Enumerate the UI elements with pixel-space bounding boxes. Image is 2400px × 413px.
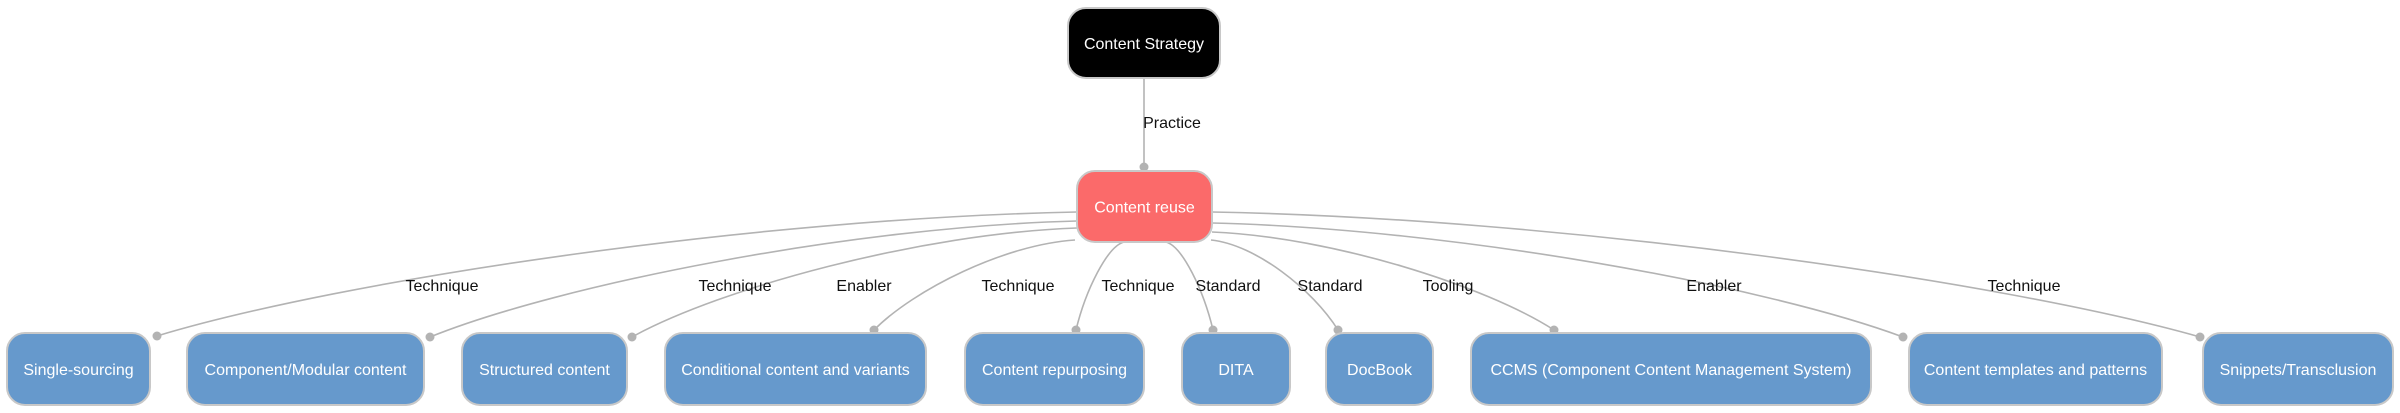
hub-node[interactable]: Content reuse — [1076, 170, 1213, 243]
leaf-node-2-label: Structured content — [479, 362, 610, 379]
leaf-node-2-box — [461, 332, 628, 406]
edge-label-9: Technique — [1988, 278, 2061, 295]
edge-label-1: Technique — [699, 278, 772, 295]
leaf-node-0-label: Single-sourcing — [23, 362, 133, 379]
edge-hub-leaf-6 — [1210, 239, 1339, 331]
edge-hub-leaf-8-end — [1898, 332, 1908, 342]
leaf-node-3[interactable]: Conditional content and variants — [664, 332, 927, 406]
edge-hub-leaf-3 — [873, 239, 1076, 331]
leaf-node-4-box — [964, 332, 1145, 406]
leaf-node-3-label: Conditional content and variants — [681, 362, 910, 379]
leaf-node-4[interactable]: Content repurposing — [964, 332, 1145, 406]
leaf-node-6-box — [1325, 332, 1434, 406]
leaf-node-7-label: CCMS (Component Content Management Syste… — [1490, 362, 1851, 379]
leaf-node-9[interactable]: Snippets/Transclusion — [2202, 332, 2394, 406]
leaf-node-5[interactable]: DITA — [1181, 332, 1291, 406]
leaf-node-8[interactable]: Content templates and patterns — [1908, 332, 2163, 406]
leaf-node-5-box — [1181, 332, 1291, 406]
edge-hub-leaf-8 — [1211, 222, 1904, 338]
leaf-node-6-label: DocBook — [1347, 362, 1413, 379]
edge-hub-leaf-0 — [156, 211, 1078, 337]
edge-hub-leaf-2 — [631, 227, 1078, 338]
edge-label-4: Technique — [1102, 278, 1175, 295]
edge-label-8: Enabler — [1686, 278, 1742, 295]
leaf-node-6[interactable]: DocBook — [1325, 332, 1434, 406]
hub-node-box — [1076, 170, 1213, 243]
edge-hub-leaf-9-end — [2195, 332, 2205, 342]
leaf-node-3-box — [664, 332, 927, 406]
edge-label-practice: Practice — [1143, 115, 1201, 132]
edge-hub-leaf-2-end — [627, 332, 637, 342]
edge-hub-leaf-4 — [1075, 241, 1125, 331]
root-node-label: Content Strategy — [1084, 36, 1204, 53]
edge-label-2: Enabler — [836, 278, 892, 295]
leaf-node-2[interactable]: Structured content — [461, 332, 628, 406]
edge-label-5: Standard — [1196, 278, 1261, 295]
edge-hub-leaf-7 — [1211, 231, 1555, 331]
edge-hub-leaf-1-end — [425, 332, 435, 342]
edge-label-7: Tooling — [1423, 278, 1474, 295]
edge-hub-leaf-9 — [1211, 211, 2201, 338]
edge-hub-leaf-5 — [1165, 241, 1214, 331]
edge-root-hub-end — [1139, 162, 1149, 172]
leaf-node-1-label: Component/Modular content — [205, 362, 407, 379]
leaf-node-1-box — [186, 332, 425, 406]
edge-hub-leaf-0-end — [152, 331, 162, 341]
edge-label-0: Technique — [406, 278, 479, 295]
root-node[interactable]: Content Strategy — [1067, 7, 1221, 79]
edge-hub-leaf-6-end — [1333, 325, 1343, 335]
leaf-node-8-label: Content templates and patterns — [1924, 362, 2147, 379]
leaf-node-4-label: Content repurposing — [982, 362, 1127, 379]
leaf-node-9-box — [2202, 332, 2394, 406]
leaf-node-7[interactable]: CCMS (Component Content Management Syste… — [1470, 332, 1872, 406]
leaf-node-1[interactable]: Component/Modular content — [186, 332, 425, 406]
leaf-node-5-label: DITA — [1218, 362, 1254, 379]
leaf-node-0[interactable]: Single-sourcing — [6, 332, 151, 406]
leaf-node-7-box — [1470, 332, 1872, 406]
edge-label-6: Standard — [1298, 278, 1363, 295]
leaf-node-9-label: Snippets/Transclusion — [2220, 362, 2377, 379]
root-node-box — [1067, 7, 1221, 79]
hub-node-label: Content reuse — [1094, 200, 1195, 217]
leaf-node-0-box — [6, 332, 151, 406]
edge-label-3: Technique — [982, 278, 1055, 295]
edges-layer — [152, 78, 2205, 342]
leaf-node-8-box — [1908, 332, 2163, 406]
edge-hub-leaf-1 — [429, 220, 1078, 338]
